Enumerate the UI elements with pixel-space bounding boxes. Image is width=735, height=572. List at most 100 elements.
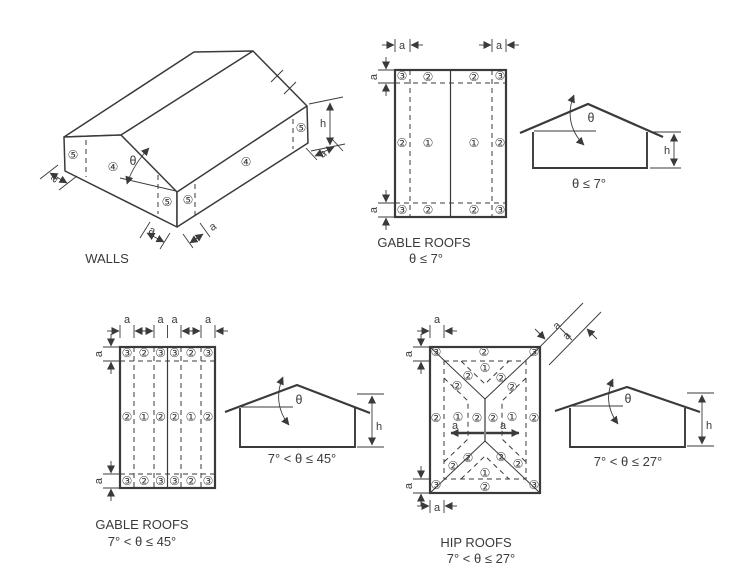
gable-steep-elevation: θ h 7° < θ ≤ 45° (224, 376, 384, 466)
zone2-label: ② (139, 474, 150, 488)
a-dimension-label: a (93, 477, 105, 484)
zone4-label: ④ (241, 155, 252, 169)
zone3-label: ③ (495, 203, 506, 217)
gable-steep-caption-line2: 7° < θ ≤ 45° (108, 534, 177, 549)
roof-plan-outline (428, 345, 542, 495)
zone3-label: ③ (155, 346, 166, 360)
gable-low-caption-line2: θ ≤ 7° (409, 251, 443, 266)
zone3-label: ③ (203, 346, 214, 360)
zone2-label: ② (203, 410, 214, 424)
gable-steep-caption-line1: GABLE ROOFS (95, 517, 189, 532)
zone3-label: ③ (397, 203, 408, 217)
a-dimension-label: a (399, 40, 406, 52)
walls-panel: ⑤ ④ ⑤ ⑤ ④ ⑤ θ h a a (39, 50, 346, 266)
zone1-label: ① (507, 410, 518, 424)
elevation-walls (239, 408, 356, 448)
h-dimension-label: h (706, 420, 712, 432)
break-mark (270, 69, 284, 83)
zone2-label: ② (423, 70, 434, 84)
zone2-label: ② (186, 474, 197, 488)
a-dimension-label: a (171, 314, 178, 326)
zone3-label: ③ (431, 345, 442, 359)
a-dimension-label: a (434, 502, 441, 514)
gable-low-caption-line1: GABLE ROOFS (377, 235, 471, 250)
walls-theta-annotation: θ (119, 147, 177, 192)
elevation-angle-range: 7° < θ ≤ 45° (268, 451, 337, 466)
a-dimension-label: a (403, 350, 415, 357)
zone3-label: ③ (122, 346, 133, 360)
zone2-label: ② (513, 457, 524, 471)
gable-low-a-dimensions: a a a a (368, 39, 519, 230)
a-dimension-label: a (434, 314, 441, 326)
zone5-label: ⑤ (296, 121, 307, 135)
zone3-label: ③ (169, 346, 180, 360)
zone1-label: ① (139, 410, 150, 424)
a-dimension-label: a (368, 73, 380, 80)
zone2-label: ② (452, 379, 463, 393)
zone2-label: ② (496, 450, 507, 464)
zone3-label: ③ (495, 69, 506, 83)
walls-isometric (63, 50, 309, 228)
elevation-roof (519, 102, 664, 139)
hip-line (484, 440, 541, 494)
zone1-label: ① (423, 136, 434, 150)
a-dimension-label: a (93, 350, 105, 357)
zone1-label: ① (186, 410, 197, 424)
zone1-label: ① (453, 410, 464, 424)
elevation-roof (554, 385, 701, 414)
roof-plane (63, 50, 254, 138)
zone2-label: ② (397, 136, 408, 150)
zone3-label: ③ (169, 474, 180, 488)
zone2-label: ② (186, 346, 197, 360)
a-dimension-label: a (561, 329, 574, 342)
walls-a-dimensions: a a a a (39, 138, 344, 250)
walls-caption: WALLS (85, 251, 129, 266)
a-dimension-label: a (403, 482, 415, 489)
walls-zone-labels: ⑤ ④ ⑤ ⑤ ④ ⑤ (68, 121, 307, 209)
elevation-roof (224, 383, 371, 415)
gable-steep-roof-plan: ③ ② ③ ③ ② ③ ② ① ② ② ① ② ③ ② ③ ③ ② ③ (118, 345, 217, 490)
zone2-label: ② (472, 411, 483, 425)
hip-panel: ③ ③ ③ ③ ② ① ② ② ② ② ② ① ② ② ① ② ② ② ② ② … (403, 302, 714, 566)
gable-low-elevation: θ h θ ≤ 7° (519, 94, 681, 191)
zone3-label: ③ (203, 474, 214, 488)
roof-cut-edge (252, 50, 308, 107)
a-dimension-label: a (124, 314, 131, 326)
zone2-label: ② (495, 136, 506, 150)
zone5-label: ⑤ (162, 195, 173, 209)
a-dimension-label: a (368, 206, 380, 213)
zone2-label: ② (480, 480, 491, 494)
zone2-label: ② (155, 410, 166, 424)
zone5-label: ⑤ (183, 193, 194, 207)
zone1-label: ① (480, 466, 491, 480)
a-dimension-label: a (317, 147, 329, 161)
zone2-label: ② (169, 410, 180, 424)
gable-low-roof-plan: ③ ② ② ③ ② ① ① ② ③ ② ② ③ (393, 68, 508, 219)
gable-steep-a-dimensions: a a a a a a (93, 314, 228, 501)
zone2-label: ② (463, 369, 474, 383)
zone3-label: ③ (431, 478, 442, 492)
zone2-label: ② (139, 346, 150, 360)
hip-elevation: θ h 7° < θ ≤ 27° (554, 378, 714, 469)
elevation-walls (569, 408, 686, 448)
a-dimension-label: a (205, 314, 212, 326)
theta-label: θ (130, 154, 137, 168)
a-dimension-label: a (452, 420, 459, 432)
zone1-label: ① (480, 361, 491, 375)
break-mark (283, 81, 297, 95)
zone2-label: ② (469, 70, 480, 84)
gable-steep-panel: ③ ② ③ ③ ② ③ ② ① ② ② ① ② ③ ② ③ ③ ② ③ (93, 314, 384, 549)
zone3-label: ③ (529, 478, 540, 492)
zone2-label: ② (479, 345, 490, 359)
a-dimension-label: a (207, 220, 219, 234)
zone2-label: ② (463, 451, 474, 465)
theta-label: θ (296, 393, 303, 407)
zone2-label: ② (122, 410, 133, 424)
elevation-angle-range: 7° < θ ≤ 27° (594, 454, 663, 469)
zone2-label: ② (423, 203, 434, 217)
zone2-label: ② (448, 459, 459, 473)
elevation-angle-range: θ ≤ 7° (572, 176, 606, 191)
zone2-label: ② (496, 371, 507, 385)
zone3-label: ③ (397, 69, 408, 83)
gable-low-slope-panel: ③ ② ② ③ ② ① ① ② ③ ② ② ③ a a (368, 39, 681, 266)
